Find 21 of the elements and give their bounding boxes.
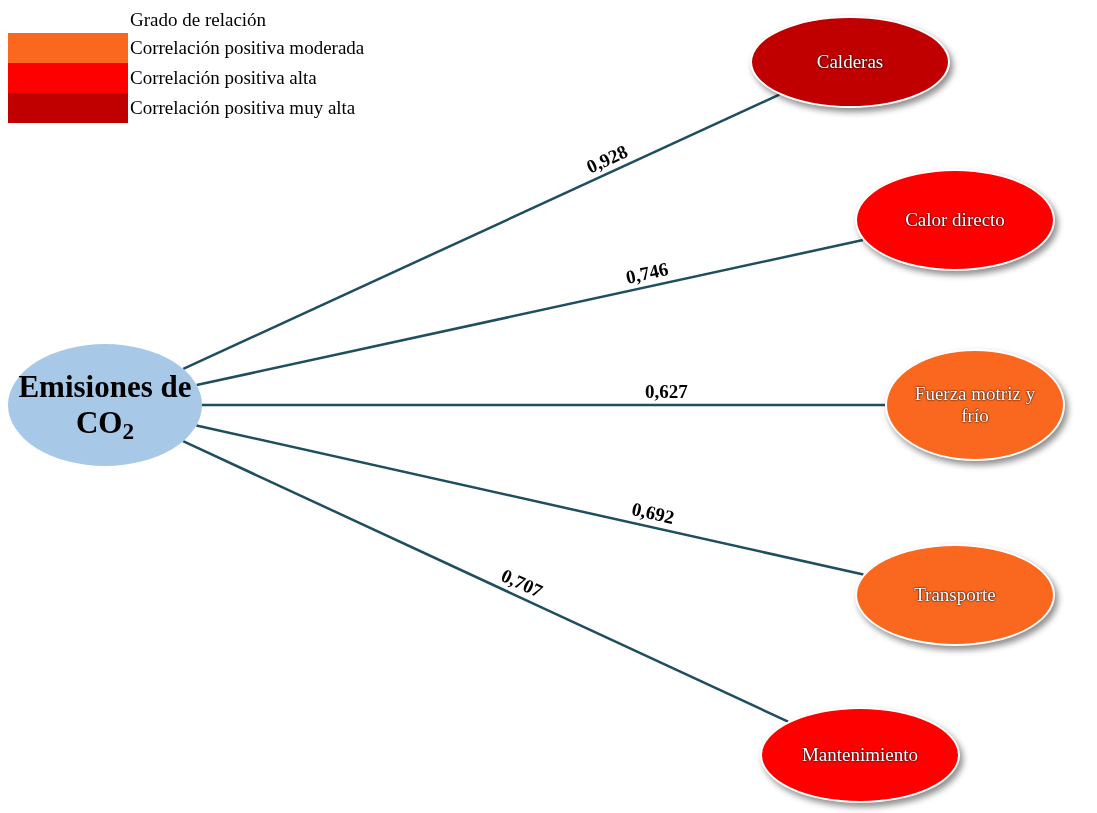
node-text: Calor directo (904, 209, 1006, 231)
connector-line (196, 424, 864, 576)
node-text: Emisiones de CO$_{2}$ (17, 369, 193, 441)
edge-label: 0,746 (623, 258, 670, 287)
connector-line (182, 440, 789, 723)
legend-text: Correlación positiva moderada (130, 36, 365, 60)
edge-label: 0,707 (498, 565, 546, 601)
connector-line (196, 238, 864, 387)
legend-text: Correlación positiva alta (130, 66, 317, 90)
node-text: Calderas (815, 51, 885, 73)
factor-ellipse (760, 707, 960, 803)
connector-line (202, 403, 885, 407)
legend-title: Grado de relación (130, 8, 267, 32)
node-text: Fuerza motriz y frío (913, 383, 1037, 427)
edge-label: 0,692 (630, 499, 676, 528)
node-text: Mantenimiento (800, 744, 920, 766)
edge-label: 0,928 (583, 141, 630, 177)
connector-line (182, 93, 780, 371)
node-text: Transporte (913, 584, 997, 606)
legend-text: Correlación positiva muy alta (130, 96, 356, 120)
edge-label: 0,627 (645, 381, 688, 401)
